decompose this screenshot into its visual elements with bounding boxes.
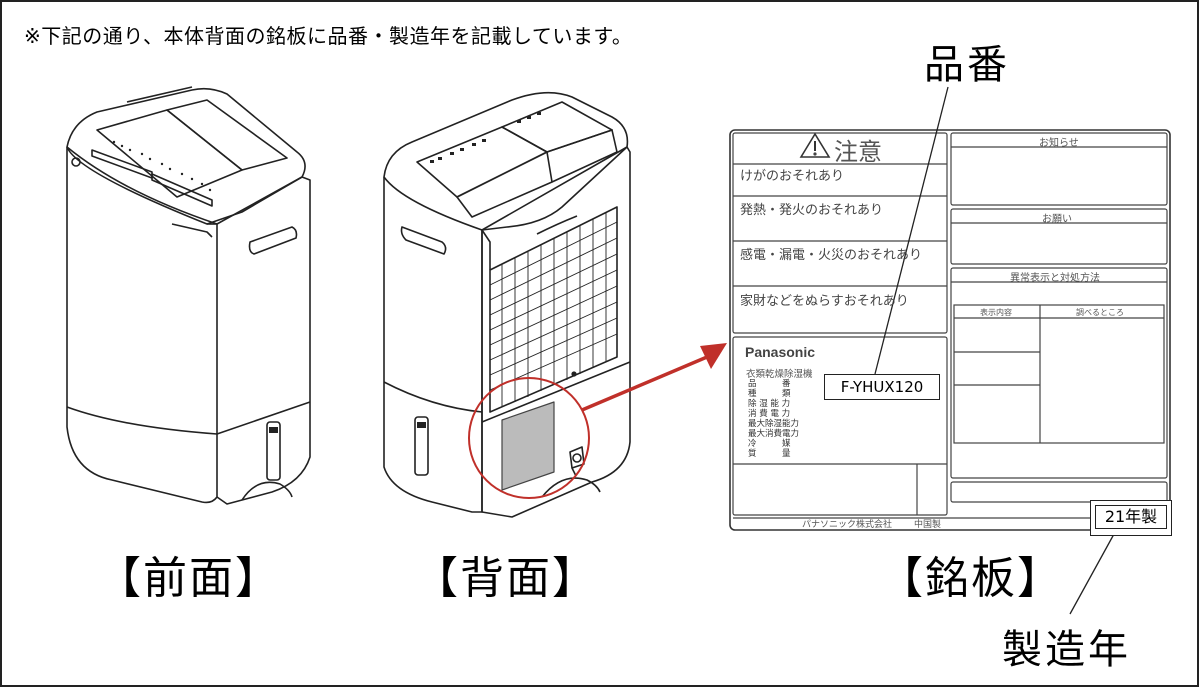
request-header: お願い	[1042, 214, 1072, 225]
note-text: ※下記の通り、本体背面の銘板に品番・製造年を記載しています。	[24, 24, 633, 48]
col-check: 調べるところ	[1076, 308, 1124, 317]
warning-2: 発熱・発火のおそれあり	[740, 203, 884, 218]
model-number-callout: 品番	[924, 42, 1010, 88]
notice-header: お知らせ	[1039, 138, 1079, 149]
zoom-highlight	[468, 377, 590, 499]
leader-lines	[874, 86, 1115, 615]
spec-label-8: 質 量	[748, 449, 791, 459]
zoom-circle	[468, 377, 590, 499]
col-display: 表示内容	[980, 308, 1012, 317]
spec-label-3: 除 湿 能 力	[748, 399, 791, 409]
warning-3: 感電・漏電・火災のおそれあり	[740, 248, 923, 263]
spec-label-6: 最大消費電力	[748, 429, 800, 439]
spec-label-2: 種 類	[748, 389, 791, 399]
brand-logo: Panasonic	[745, 344, 816, 360]
nameplate-view-label: 【銘板】	[879, 553, 1063, 604]
front-unit-drawing	[66, 86, 311, 505]
pointer-arrow	[581, 343, 727, 412]
caution-title: 注意	[834, 138, 882, 166]
back-unit-drawing	[383, 91, 631, 518]
manufacture-year-box: 21年製	[1090, 500, 1172, 536]
back-view-label: 【背面】	[414, 553, 598, 604]
warning-4: 家財などをぬらすおそれあり	[740, 294, 909, 309]
spec-label-7: 冷 媒	[748, 439, 791, 449]
spec-label-5: 最大除湿能力	[748, 419, 800, 429]
manufacture-year-text: 21年製	[1095, 505, 1167, 529]
origin-text: 中国製	[914, 520, 942, 530]
warning-1: けがのおそれあり	[740, 169, 845, 184]
spec-label-4: 消 費 電 力	[748, 409, 791, 419]
manufacture-year-callout: 製造年	[1002, 627, 1131, 673]
model-leader-line	[874, 86, 949, 375]
model-number-box: F-YHUX120	[824, 374, 940, 400]
front-view-label: 【前面】	[97, 553, 281, 604]
nameplate-drawing	[729, 129, 1171, 531]
error-header: 異常表示と対処方法	[1010, 273, 1100, 284]
product-type: 衣類乾燥除湿機	[746, 369, 813, 380]
spec-label-1: 品 番	[748, 379, 791, 389]
year-leader-line	[1069, 533, 1115, 615]
maker-name: パナソニック株式会社	[802, 520, 893, 530]
